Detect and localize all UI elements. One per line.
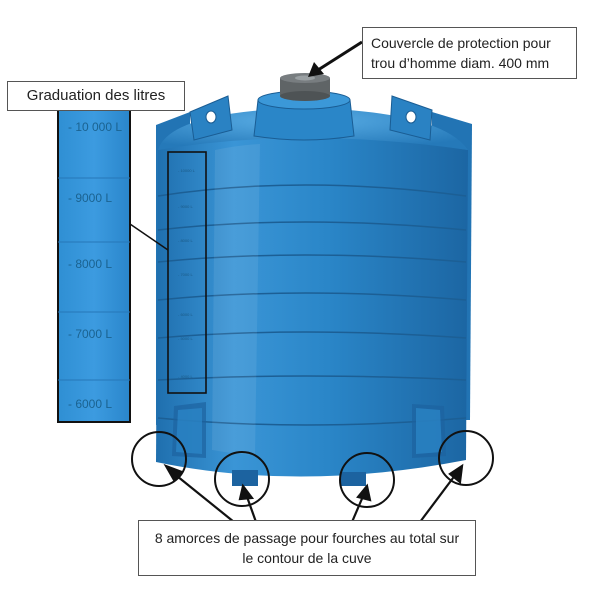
graduation-connector-line xyxy=(129,223,169,251)
svg-text:- 4000 L: - 4000 L xyxy=(178,374,193,379)
highlight-circle xyxy=(339,452,395,508)
svg-text:- 6000 L: - 6000 L xyxy=(178,312,193,317)
graduation-zoom-panel: - 10 000 L - 9000 L - 8000 L - 7000 L - … xyxy=(57,109,131,423)
lifting-lugs xyxy=(189,95,433,141)
graduation-label: - 7000 L xyxy=(68,327,112,341)
highlight-circle xyxy=(131,431,187,487)
highlight-circle xyxy=(438,430,494,486)
highlight-circle xyxy=(214,451,270,507)
forklift-callout-line2: le contour de la cuve xyxy=(242,550,372,566)
svg-text:- 9000 L: - 9000 L xyxy=(178,204,193,209)
graduation-label: - 9000 L xyxy=(68,191,112,205)
forklift-pockets xyxy=(172,402,446,486)
forklift-arrows xyxy=(163,463,464,523)
lid-arrow xyxy=(308,40,363,77)
svg-text:- 8000 L: - 8000 L xyxy=(178,238,193,243)
graduation-label: - 6000 L xyxy=(68,397,112,411)
tank-graduation-strip: - 10000 L - 9000 L - 8000 L - 7000 L - 6… xyxy=(167,151,207,394)
lid-callout-line2: trou d’homme diam. 400 mm xyxy=(371,55,550,71)
lid-callout: Couvercle de protection pour trou d’homm… xyxy=(362,27,577,79)
graduation-label: - 8000 L xyxy=(68,257,112,271)
lid-callout-line1: Couvercle de protection pour xyxy=(371,35,551,51)
protective-lid xyxy=(280,73,330,101)
forklift-callout: 8 amorces de passage pour fourches au to… xyxy=(138,520,476,576)
svg-text:- 10000 L: - 10000 L xyxy=(178,168,196,173)
svg-text:- 7000 L: - 7000 L xyxy=(178,272,193,277)
forklift-highlight-circles xyxy=(131,430,494,508)
graduation-label: - 10 000 L xyxy=(68,120,122,134)
graduation-highlight-box xyxy=(167,151,207,394)
forklift-callout-line1: 8 amorces de passage pour fourches au to… xyxy=(154,530,460,546)
svg-text:- 5000 L: - 5000 L xyxy=(178,336,193,341)
graduation-title: Graduation des litres xyxy=(7,81,185,111)
